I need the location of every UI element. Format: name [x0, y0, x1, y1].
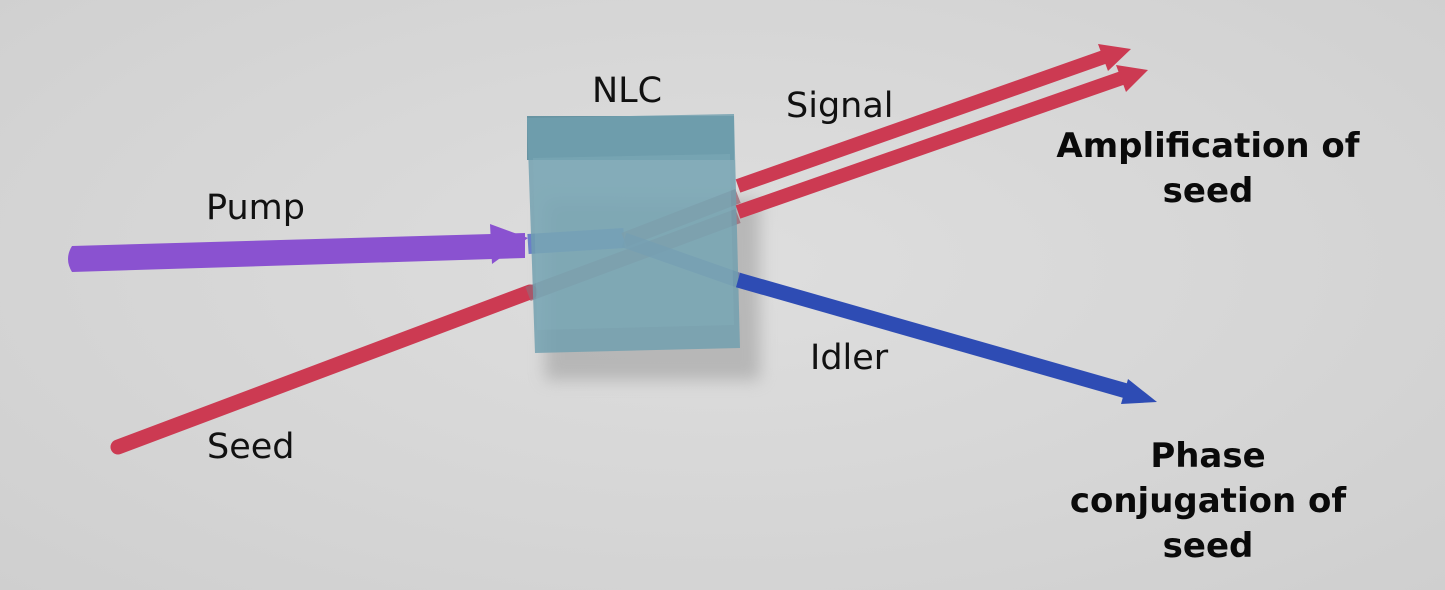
crystal-body	[527, 114, 740, 353]
idler-beam	[735, 272, 1133, 400]
crystal-front-highlight	[533, 154, 734, 330]
phase-conjugation-caption-line: conjugation of	[1069, 481, 1347, 521]
signal-label: Signal	[786, 86, 894, 126]
signal-beam-upper	[735, 50, 1107, 193]
pump-arrowhead	[490, 224, 528, 264]
signal-beam-lower	[735, 71, 1125, 219]
signal-arrowhead-upper	[1098, 44, 1131, 71]
seed-label: Seed	[207, 427, 295, 467]
nlc-label: NLC	[592, 71, 663, 111]
idler-label: Idler	[810, 338, 889, 378]
amplification-caption-line: Amplification of	[1056, 126, 1360, 166]
signal-arrowhead-lower	[1116, 65, 1148, 92]
phase-conjugation-caption-line: seed	[1162, 526, 1254, 566]
amplification-caption-line: seed	[1162, 171, 1254, 211]
pump-label: Pump	[206, 188, 305, 228]
pump-beam	[68, 233, 525, 272]
phase-conjugation-caption: Phase conjugation of seed	[1040, 434, 1376, 569]
amplification-caption: Amplification of seed	[1020, 124, 1396, 214]
seed-beam	[110, 284, 538, 455]
phase-conjugation-caption-line: Phase	[1150, 436, 1266, 476]
idler-arrowhead	[1121, 379, 1157, 404]
